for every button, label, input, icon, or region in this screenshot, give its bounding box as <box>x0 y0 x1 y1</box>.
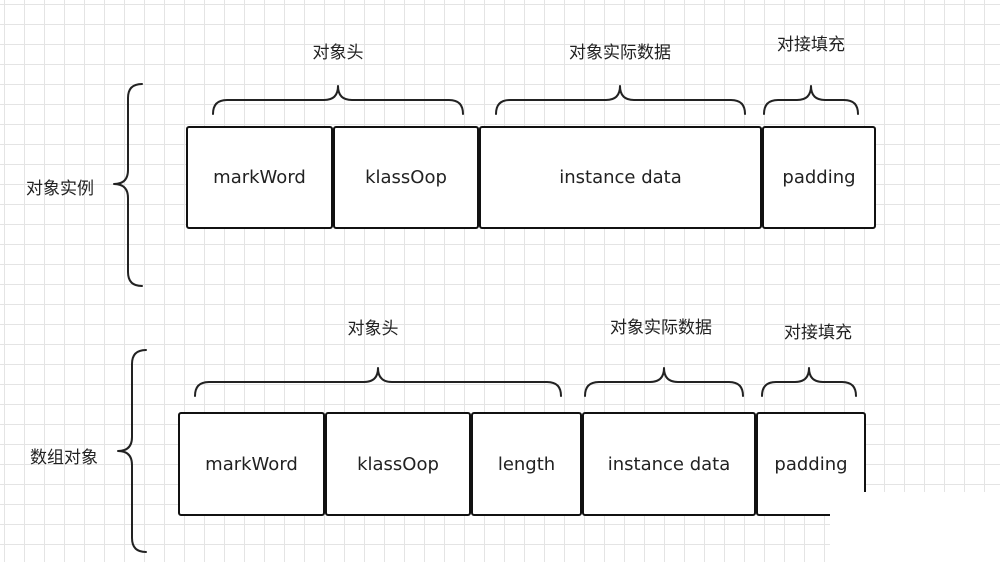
array-instance-data-label: 对象实际数据 <box>610 318 712 338</box>
array-instance-data-cell: instance data <box>582 412 756 516</box>
markword-cell: markWord <box>186 126 333 229</box>
array-padding-cell: padding <box>756 412 866 516</box>
brace-padding <box>763 85 859 115</box>
instance-data-cell: instance data <box>479 126 762 229</box>
padding-cell: padding <box>762 126 876 229</box>
padding-label: 对接填充 <box>777 35 845 55</box>
array-klassoop-cell: klassOop <box>325 412 471 516</box>
watermark-patch <box>830 492 1000 562</box>
brace-array-header <box>194 367 562 397</box>
array-markword-cell: markWord <box>178 412 325 516</box>
brace-object-instance <box>113 83 143 287</box>
brace-instance-data <box>495 85 746 115</box>
array-object-label: 数组对象 <box>30 448 98 468</box>
brace-array-padding <box>761 367 857 397</box>
brace-array-object <box>117 349 147 553</box>
object-instance-label: 对象实例 <box>26 179 94 199</box>
object-header-label: 对象头 <box>312 43 364 63</box>
klassoop-cell: klassOop <box>333 126 479 229</box>
brace-object-header <box>212 85 464 115</box>
length-cell: length <box>471 412 582 516</box>
instance-data-label: 对象实际数据 <box>569 43 671 63</box>
array-padding-label: 对接填充 <box>784 323 852 343</box>
array-header-label: 对象头 <box>347 319 399 339</box>
brace-array-instance-data <box>584 367 744 397</box>
